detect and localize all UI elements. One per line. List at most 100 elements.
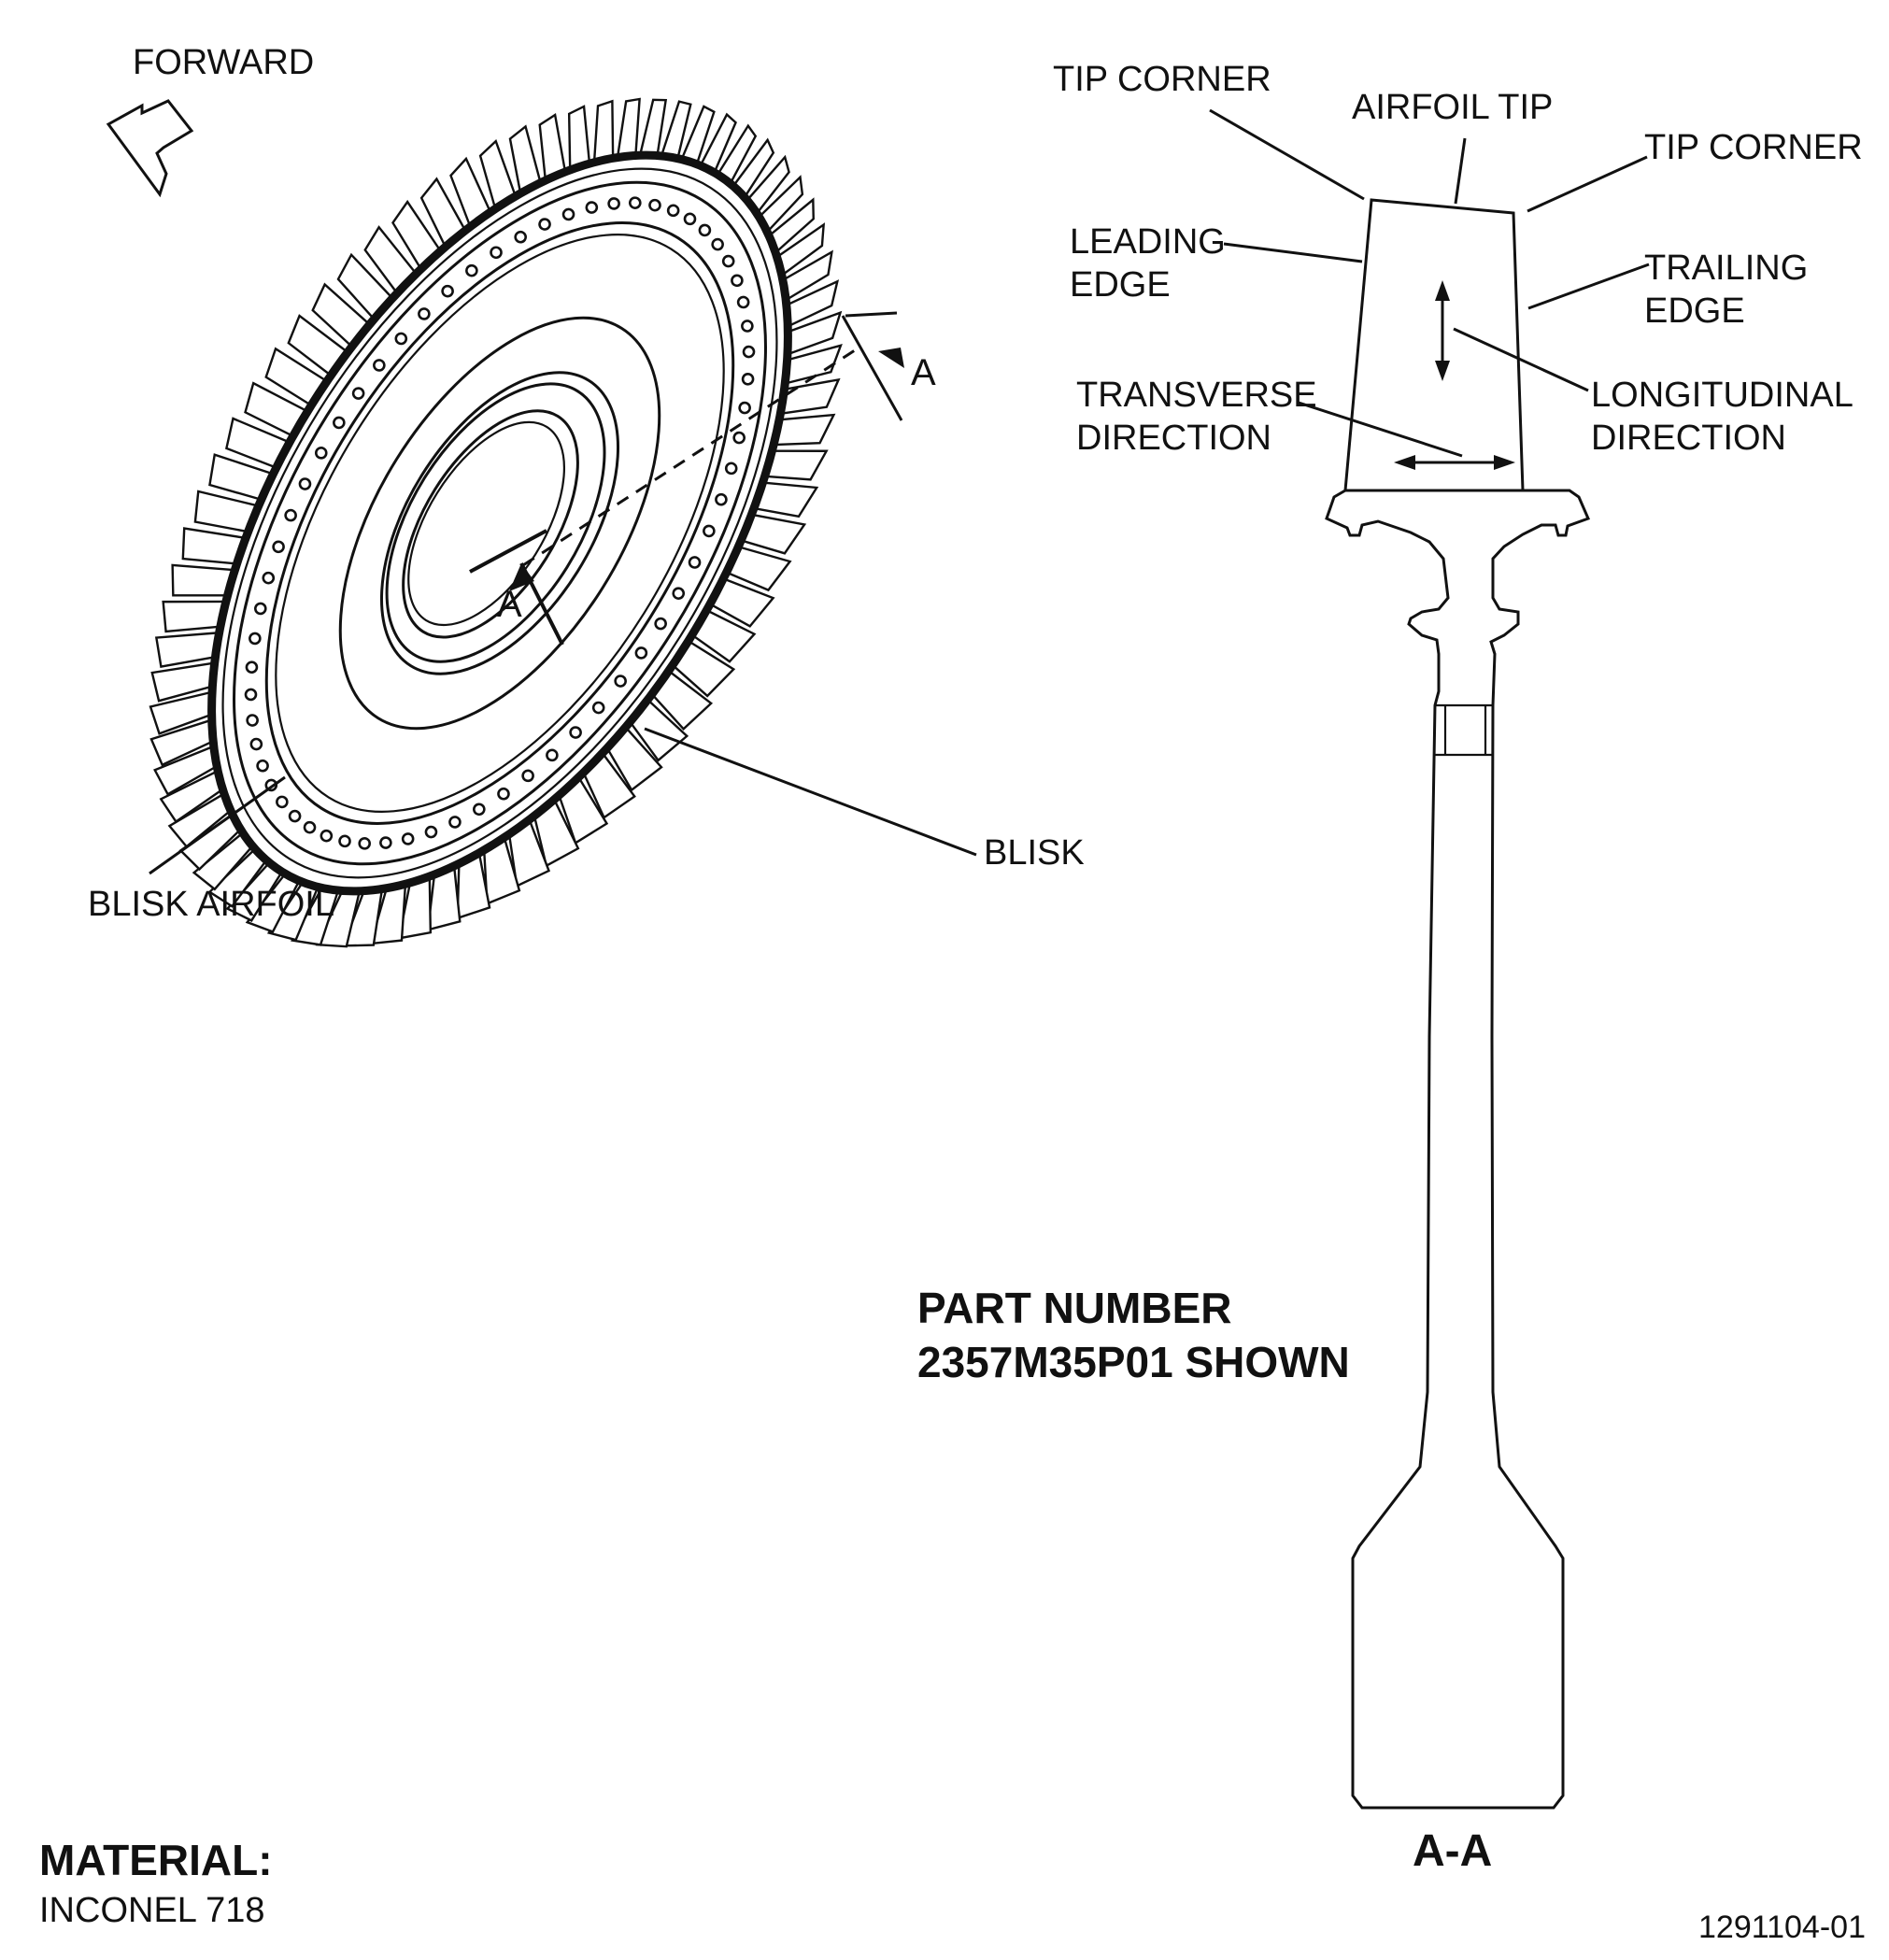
blisk-rim-outer	[207, 150, 792, 896]
blisk-blade	[171, 563, 235, 597]
bolt-hole	[284, 508, 297, 522]
bolt-hole	[272, 540, 285, 554]
blisk-blade	[193, 490, 260, 533]
bolt-hole	[521, 769, 534, 783]
bolt-hole	[703, 524, 716, 538]
blisk-blade	[787, 310, 843, 356]
bolt-hole	[607, 197, 620, 210]
bolt-hole	[262, 571, 276, 585]
bolt-hole	[614, 675, 627, 688]
tip-corner-right-label: TIP CORNER	[1644, 128, 1863, 167]
blisk-blade	[478, 138, 517, 209]
bolt-hole	[736, 295, 750, 309]
blisk-blade	[629, 699, 689, 762]
blade-leaders	[1209, 108, 1650, 458]
blisk-blade	[363, 225, 418, 294]
blisk-blade	[150, 661, 215, 703]
bolt-hole	[465, 263, 478, 277]
bolt-hole	[591, 701, 605, 715]
bolt-hole	[249, 737, 263, 751]
bolt-hole	[666, 204, 680, 218]
blisk-blade	[244, 381, 308, 437]
bolt-hole	[373, 359, 386, 372]
bolt-hole	[244, 688, 258, 702]
bolt-hole	[628, 196, 642, 209]
blisk-blade	[181, 527, 247, 565]
blisk-blade	[159, 770, 224, 824]
blisk-disk	[149, 97, 843, 948]
blisk-blade	[709, 577, 775, 628]
blisk-blade	[192, 831, 254, 891]
blisk-blade	[638, 98, 668, 156]
bolt-hole	[569, 726, 582, 739]
blisk-blade	[753, 481, 819, 518]
bolt-hole	[333, 416, 346, 430]
blisk-blade	[768, 197, 815, 254]
bolt-hole	[698, 223, 712, 237]
bolt-hole	[441, 284, 454, 298]
bolt-hole	[561, 207, 575, 221]
longitudinal-direction-label-line1: LONGITUDINAL	[1591, 376, 1853, 415]
bolt-hole	[738, 401, 751, 415]
bolt-hole	[683, 212, 697, 226]
bolt-hole	[448, 816, 462, 829]
bolt-hole	[379, 836, 392, 849]
blisk-bolt-holes	[244, 196, 756, 850]
bolt-hole	[338, 834, 351, 848]
blisk-blade	[680, 105, 716, 165]
blisk-blade	[740, 513, 807, 555]
bolt-hole	[394, 332, 408, 346]
blisk-blade	[153, 745, 218, 796]
blisk-blade	[208, 453, 274, 501]
bolt-hole	[298, 477, 312, 490]
bolt-hole	[314, 447, 328, 460]
bolt-hole	[648, 198, 661, 212]
blisk-hub-outer	[379, 371, 620, 675]
bolt-hole	[256, 759, 269, 773]
bolt-hole	[424, 825, 438, 839]
blisk-blade	[691, 609, 757, 663]
blisk-airfoil-label: BLISK AIRFOIL	[88, 885, 334, 924]
bolt-hole	[490, 246, 503, 260]
longitudinal-direction-label-line2: DIRECTION	[1591, 419, 1786, 458]
blisk-blade	[605, 726, 663, 792]
section-view-label: A-A	[1413, 1826, 1493, 1876]
blisk-blade	[782, 249, 833, 302]
bolt-hole	[538, 218, 551, 231]
bolt-hole	[514, 230, 527, 244]
blisk-blade	[699, 112, 737, 174]
blisk-blade	[456, 852, 491, 920]
blisk-blade	[149, 718, 214, 767]
bolt-hole	[742, 345, 756, 359]
blisk-blade-ring	[149, 97, 843, 948]
blisk-label: BLISK	[984, 833, 1085, 873]
blisk-blade	[167, 792, 232, 848]
bolt-hole	[721, 254, 735, 268]
bolt-hole	[246, 714, 259, 727]
bolt-hole	[497, 787, 510, 801]
bolt-hole	[741, 372, 755, 386]
blisk-blade	[672, 640, 736, 698]
bolt-hole	[731, 274, 744, 288]
bolt-hole	[249, 632, 262, 646]
blisk-blade	[149, 690, 213, 735]
bolt-hole	[320, 829, 334, 843]
blisk-blade	[533, 799, 580, 868]
blisk-blade	[538, 113, 567, 181]
blisk-blade	[154, 632, 220, 668]
bolt-hole	[351, 387, 365, 400]
transverse-direction-label-line2: DIRECTION	[1076, 419, 1271, 458]
blisk-web-ring	[338, 316, 661, 731]
blisk-blade	[426, 865, 462, 931]
blisk-blade	[419, 177, 467, 248]
blisk-blade	[660, 100, 692, 159]
bolt-hole	[634, 646, 648, 660]
figure-id: 1291104-01	[1698, 1910, 1866, 1945]
bolt-hole	[688, 556, 702, 569]
bolt-hole	[732, 431, 746, 445]
section-mark-top: A	[911, 352, 936, 393]
section-mark-center: A	[497, 584, 522, 625]
blisk-blade	[731, 137, 775, 198]
bolt-hole	[245, 660, 259, 675]
